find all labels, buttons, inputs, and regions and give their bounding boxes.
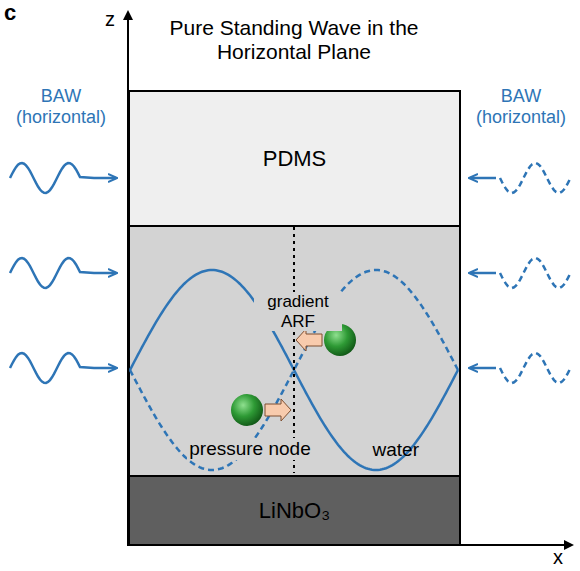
baw-wave: [10, 258, 116, 288]
layer-name: water: [373, 439, 419, 461]
layer-name: PDMS: [263, 146, 327, 172]
z-axis: [127, 12, 129, 546]
layer-name: LiNbO₃: [259, 498, 330, 524]
x-axis: [127, 544, 572, 546]
title: Pure Standing Wave in the Horizontal Pla…: [160, 16, 428, 64]
panel-letter: c: [4, 0, 34, 25]
baw-arrow: [470, 177, 496, 180]
node-label: pressure node: [187, 438, 312, 460]
baw-wave: [10, 163, 116, 193]
force-label: gradient ARF: [254, 292, 342, 331]
baw-arrow: [470, 272, 496, 275]
baw-arrow: [470, 367, 496, 370]
wave-label: BAW (horizontal): [464, 86, 578, 127]
axis-label: x: [548, 546, 568, 569]
wave-label: BAW (horizontal): [2, 86, 120, 127]
baw-wave: [500, 353, 570, 383]
particle: [231, 394, 263, 426]
pdms-layer: PDMS: [128, 90, 461, 227]
baw-wave: [10, 353, 116, 383]
axis-label: z: [100, 8, 120, 31]
baw-wave: [500, 163, 570, 193]
baw-wave: [500, 258, 570, 288]
substrate-layer: LiNbO₃: [128, 475, 461, 546]
